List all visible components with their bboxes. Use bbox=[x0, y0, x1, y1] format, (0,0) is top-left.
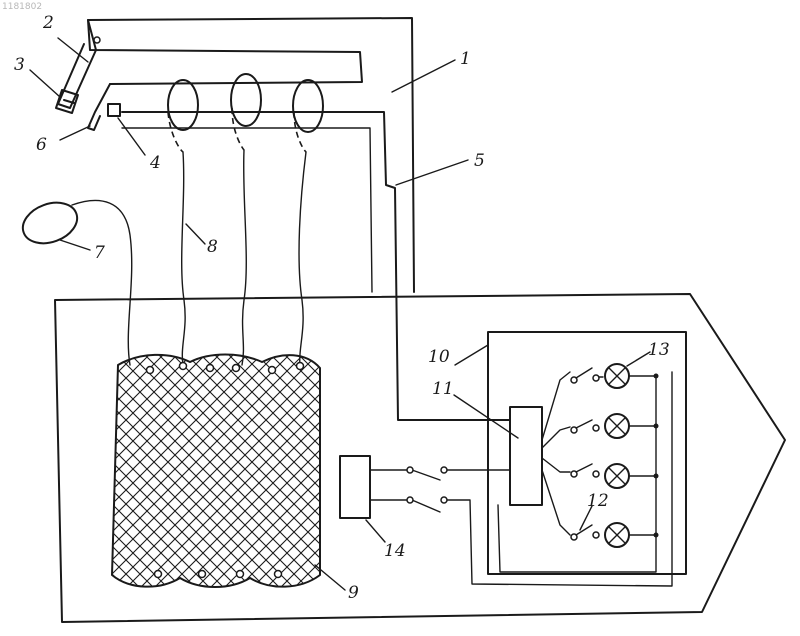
leader-10 bbox=[455, 345, 488, 365]
ref-label-3: 3 bbox=[14, 55, 25, 75]
junction-dot bbox=[654, 374, 659, 379]
leader-13 bbox=[627, 352, 650, 366]
ref-label-14: 14 bbox=[384, 541, 406, 561]
switch-blade bbox=[576, 368, 592, 378]
ref-label-7: 7 bbox=[94, 243, 105, 263]
lure-body bbox=[17, 196, 83, 251]
ref-label-9: 9 bbox=[348, 583, 359, 603]
leader-5 bbox=[396, 160, 468, 185]
lamp-branch-4 bbox=[542, 470, 570, 535]
ref-label-4: 4 bbox=[149, 153, 161, 173]
lure-line bbox=[72, 200, 132, 365]
net-ring bbox=[199, 571, 206, 578]
leader-7 bbox=[60, 240, 90, 250]
junction-dot bbox=[654, 474, 659, 479]
corner-id: 1181802 bbox=[2, 2, 42, 12]
leader-1 bbox=[392, 60, 455, 92]
rod-pivot bbox=[94, 37, 100, 43]
lower-guide bbox=[88, 84, 110, 130]
switch-blade bbox=[576, 464, 592, 472]
boom-arm bbox=[88, 18, 414, 292]
ref-label-5: 5 bbox=[474, 151, 485, 171]
float-line-2 bbox=[242, 150, 246, 365]
float-2 bbox=[231, 74, 261, 126]
lamp-branch-1 bbox=[542, 372, 570, 440]
net-ring bbox=[275, 571, 282, 578]
lamp-filament bbox=[609, 368, 625, 384]
switch-contact bbox=[593, 375, 599, 381]
lamp-branch-2 bbox=[542, 427, 570, 448]
leader-8 bbox=[186, 224, 205, 244]
net-ring bbox=[207, 365, 214, 372]
net-ring bbox=[237, 571, 244, 578]
ref-label-13: 13 bbox=[648, 340, 670, 360]
lamp-branch-3 bbox=[542, 458, 570, 472]
leader-14 bbox=[366, 520, 385, 542]
float-line-1 bbox=[182, 152, 185, 365]
ref-label-11: 11 bbox=[432, 379, 454, 399]
float-line-3 bbox=[299, 152, 306, 365]
switch-contact bbox=[407, 467, 413, 473]
net-mesh bbox=[105, 345, 330, 595]
net-ring bbox=[297, 363, 304, 370]
ref-label-12: 12 bbox=[587, 491, 609, 511]
ref-label-1: 1 bbox=[460, 49, 471, 69]
ref-label-6: 6 bbox=[36, 135, 47, 155]
leader-6 bbox=[60, 126, 90, 140]
leader-2 bbox=[58, 38, 88, 62]
junction-dot bbox=[654, 424, 659, 429]
switch-blade bbox=[576, 420, 592, 428]
switch-contact bbox=[593, 471, 599, 477]
control-block bbox=[510, 407, 542, 505]
float-1 bbox=[168, 80, 198, 130]
junction-dot bbox=[654, 533, 659, 538]
net-ring bbox=[155, 571, 162, 578]
net-ring bbox=[180, 363, 187, 370]
leader-3 bbox=[30, 70, 60, 97]
leader-11 bbox=[454, 395, 518, 438]
net-ring bbox=[147, 367, 154, 374]
switch-contact bbox=[407, 497, 413, 503]
switch-blade bbox=[576, 525, 592, 535]
lamp-filament bbox=[609, 527, 625, 543]
switch-contact bbox=[593, 532, 599, 538]
switch-contact bbox=[441, 467, 447, 473]
ref-label-10: 10 bbox=[428, 347, 450, 367]
lamp-filament bbox=[609, 418, 625, 434]
lamp-filament bbox=[609, 468, 625, 484]
leader-4 bbox=[118, 118, 145, 155]
switch-contact bbox=[441, 497, 447, 503]
sensor-unit bbox=[340, 456, 370, 518]
net-ring bbox=[233, 365, 240, 372]
switch-line-lower bbox=[370, 372, 672, 586]
float-3 bbox=[293, 80, 323, 132]
ref-label-8: 8 bbox=[207, 237, 218, 257]
leader-9 bbox=[315, 565, 345, 590]
ref-label-2: 2 bbox=[42, 13, 54, 33]
net-ring bbox=[269, 367, 276, 374]
sensor-box bbox=[108, 104, 120, 116]
switch-contact bbox=[593, 425, 599, 431]
